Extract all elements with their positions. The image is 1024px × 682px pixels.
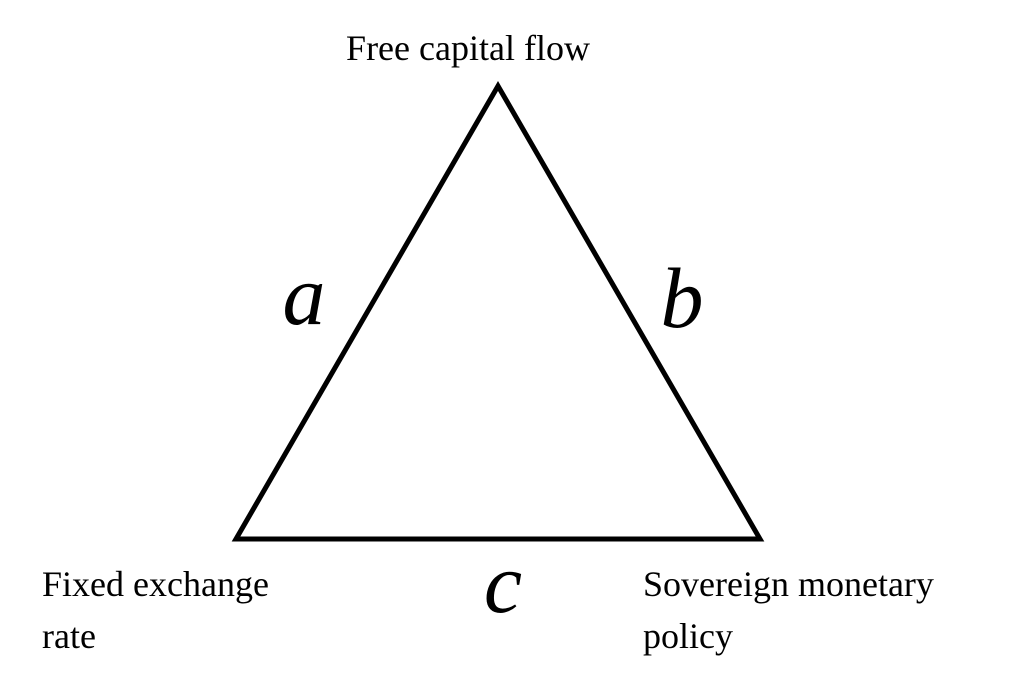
side-label-a: a xyxy=(283,247,326,343)
side-label-b: b xyxy=(661,250,704,346)
vertex-label-fixed-exchange-rate-line2: rate xyxy=(42,616,96,656)
vertex-label-sovereign-monetary-policy-line2: policy xyxy=(643,616,733,656)
vertex-label-fixed-exchange-rate-line1: Fixed exchange xyxy=(42,564,269,604)
trinity-triangle xyxy=(231,81,765,542)
vertex-label-free-capital-flow: Free capital flow xyxy=(346,28,590,68)
side-label-c: c xyxy=(484,535,522,631)
vertex-label-sovereign-monetary-policy-line1: Sovereign monetary xyxy=(643,564,934,604)
